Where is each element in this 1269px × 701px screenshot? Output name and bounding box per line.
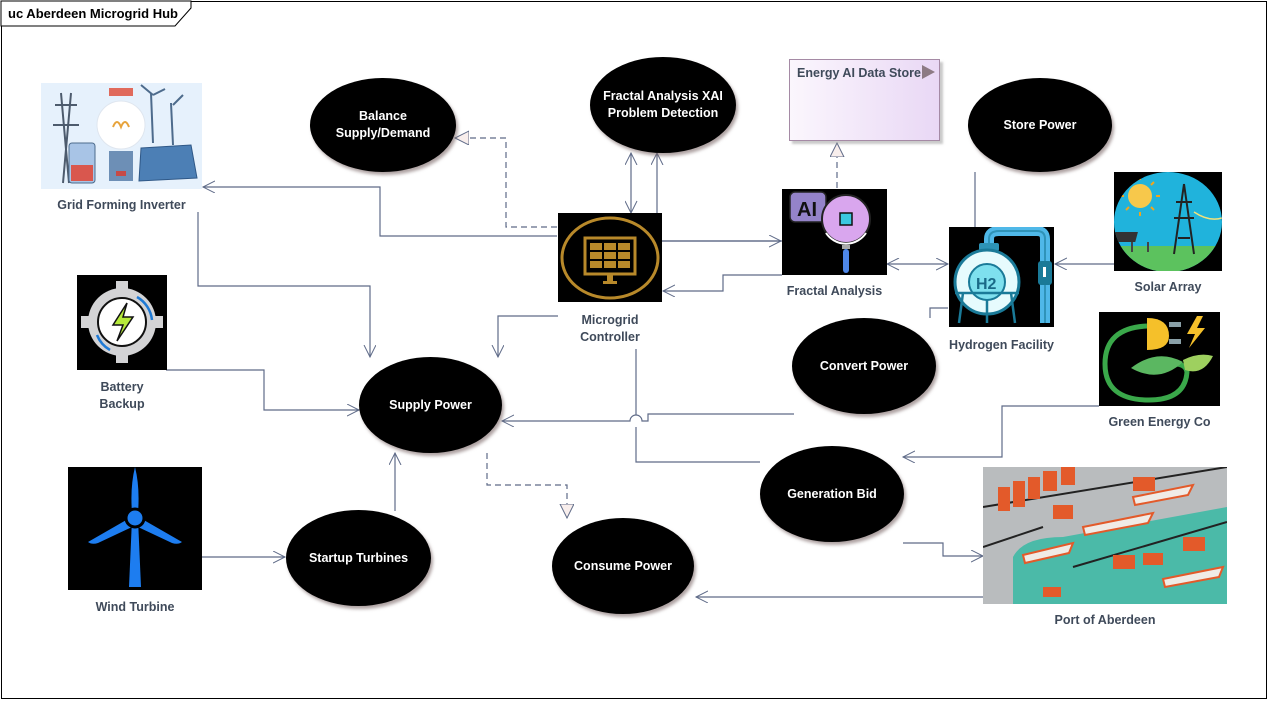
actor-label: Port of Aberdeen (1054, 613, 1156, 627)
connector-greenenergy-generationbid (903, 405, 1099, 457)
connector-convert-supply (502, 413, 794, 421)
connector-inverter-supply (197, 212, 370, 357)
connector-controller-inverter (203, 187, 557, 237)
battery-gear-lightning-icon (77, 275, 167, 370)
grid-energy-illustration-icon (41, 83, 202, 189)
diagram-title-tab (0, 0, 192, 27)
usecase-fractal-xai-problem-detection[interactable]: Fractal Analysis XAI Problem Detection (590, 57, 736, 153)
usecase-startup-turbines[interactable]: Startup Turbines (286, 510, 431, 606)
solar-array-icon (1114, 172, 1222, 271)
actor-label: Microgrid Controller (580, 313, 640, 344)
svg-text:H2: H2 (976, 276, 997, 293)
usecase-supply-power[interactable]: Supply Power (359, 357, 502, 453)
connector-controller-balance (455, 138, 557, 228)
usecase-consume-power[interactable]: Consume Power (552, 518, 694, 614)
actor-label: Wind Turbine (95, 600, 175, 614)
connector-controller-supply (498, 315, 558, 357)
connector-controller-generationbid (635, 349, 760, 463)
hydrogen-tank-icon: H2 (949, 227, 1054, 327)
artifact-label: Energy AI Data Store (797, 66, 921, 80)
actor-label: Hydrogen Facility (949, 338, 1054, 352)
usecase-convert-power[interactable]: Convert Power (792, 318, 936, 414)
usecase-generation-bid[interactable]: Generation Bid (760, 446, 904, 542)
wind-turbine-icon (68, 467, 202, 590)
connector-hydrogen-convert (929, 307, 948, 318)
ai-magnifier-icon: AI (782, 189, 887, 275)
port-harbor-illustration-icon (983, 467, 1227, 604)
actor-label: Green Energy Co (1108, 415, 1211, 429)
connector-generationbid-port (903, 542, 983, 556)
usecase-balance-supply-demand[interactable]: Balance Supply/Demand (310, 78, 456, 172)
connector-controller-xai (657, 153, 782, 242)
artifact-energy-ai-data-store[interactable]: Energy AI Data Store (789, 59, 940, 141)
actor-label: Battery Backup (99, 380, 145, 411)
actor-label: Fractal Analysis (786, 284, 883, 298)
solar-panel-controller-icon (558, 213, 662, 302)
diagram-title: uc Aberdeen Microgrid Hub (8, 6, 178, 21)
connector-supply-consume (486, 453, 567, 518)
green-energy-plug-leaf-icon (1099, 312, 1220, 406)
connector-battery-supply (166, 369, 359, 410)
usecase-store-power[interactable]: Store Power (968, 78, 1112, 172)
svg-text:AI: AI (797, 199, 817, 221)
connector-fractal-controller (663, 274, 782, 291)
actor-label: Grid Forming Inverter (57, 198, 186, 212)
actor-label: Solar Array (1134, 280, 1202, 294)
artifact-icon (922, 65, 935, 79)
